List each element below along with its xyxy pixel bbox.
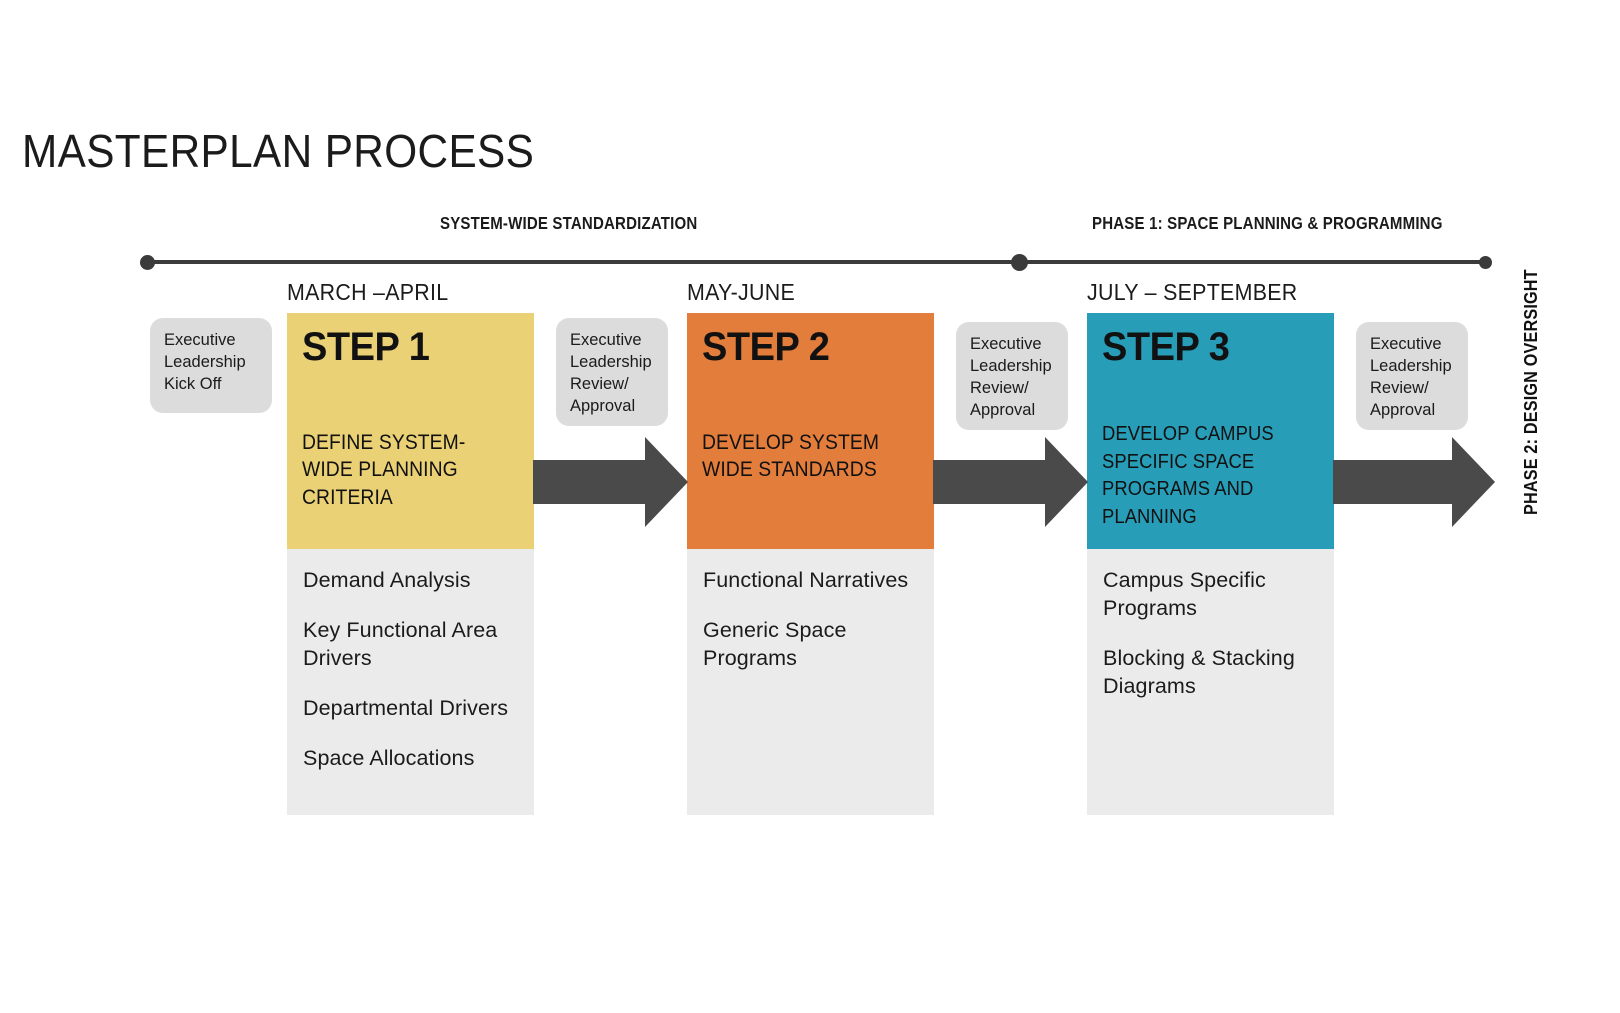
- arrow-right-icon-2: [933, 437, 1088, 527]
- step-column-3[interactable]: STEP 3 DEVELOP CAMPUS SPECIFIC SPACE PRO…: [1087, 313, 1334, 815]
- list-item: Blocking & Stacking Diagrams: [1103, 645, 1295, 698]
- step-1-bullet-list: Demand Analysis Key Functional Area Driv…: [287, 549, 534, 815]
- arrow-right-icon-1: [533, 437, 688, 527]
- step-2-bullet-list: Functional Narratives Generic Space Prog…: [687, 549, 934, 815]
- list-item: Campus Specific Programs: [1103, 568, 1266, 620]
- month-label-step-3: JULY – SEPTEMBER: [1087, 279, 1298, 305]
- step-column-2[interactable]: STEP 2 DEVELOP SYSTEM WIDE STANDARDS Fun…: [687, 313, 934, 815]
- note-badge-review-approval-2: Executive Leadership Review/ Approval: [956, 322, 1068, 430]
- phase-label-system-wide-standardization: SYSTEM-WIDE STANDARDIZATION: [440, 213, 698, 233]
- timeline-track: [147, 260, 1487, 264]
- timeline-dot-icon-end: [1479, 256, 1492, 269]
- step-2-header: STEP 2 DEVELOP SYSTEM WIDE STANDARDS: [687, 313, 934, 549]
- step-1-header: STEP 1 DEFINE SYSTEM-WIDE PLANNING CRITE…: [287, 313, 534, 549]
- step-column-1[interactable]: STEP 1 DEFINE SYSTEM-WIDE PLANNING CRITE…: [287, 313, 534, 815]
- step-3-bullet-list: Campus Specific Programs Blocking & Stac…: [1087, 549, 1334, 815]
- page-title: MASTERPLAN PROCESS: [22, 125, 535, 177]
- phase-2-vertical-label: PHASE 2: DESIGN OVERSIGHT: [1521, 269, 1541, 515]
- timeline-dot-icon-middle: [1011, 254, 1028, 271]
- note-badge-review-approval-3: Executive Leadership Review/ Approval: [1356, 322, 1468, 430]
- list-item: Functional Narratives: [703, 568, 909, 592]
- month-label-step-2: MAY-JUNE: [687, 279, 796, 305]
- step-2-number: STEP 2: [702, 325, 830, 369]
- arrow-right-icon-3: [1333, 437, 1495, 527]
- list-item: Space Allocations: [303, 745, 475, 770]
- step-3-number: STEP 3: [1102, 325, 1230, 369]
- timeline-dot-icon-start: [140, 255, 155, 270]
- phase-label-phase-1: PHASE 1: SPACE PLANNING & PROGRAMMING: [1092, 213, 1443, 233]
- step-1-number: STEP 1: [302, 325, 430, 369]
- list-item: Departmental Drivers: [303, 695, 509, 720]
- list-item: Key Functional Area Drivers: [303, 617, 498, 670]
- step-3-header: STEP 3 DEVELOP CAMPUS SPECIFIC SPACE PRO…: [1087, 313, 1334, 549]
- month-label-step-1: MARCH –APRIL: [287, 279, 449, 305]
- note-badge-review-approval-1: Executive Leadership Review/ Approval: [556, 318, 668, 426]
- list-item: Demand Analysis: [303, 568, 471, 592]
- note-badge-kick-off: Executive Leadership Kick Off: [150, 318, 272, 413]
- step-1-description: DEFINE SYSTEM-WIDE PLANNING CRITERIA: [302, 431, 466, 509]
- phase-2-vertical-label-wrap: PHASE 2: DESIGN OVERSIGHT: [1495, 232, 1541, 517]
- list-item: Generic Space Programs: [703, 617, 847, 670]
- step-2-description: DEVELOP SYSTEM WIDE STANDARDS: [702, 431, 880, 482]
- step-3-description: DEVELOP CAMPUS SPECIFIC SPACE PROGRAMS A…: [1102, 423, 1274, 528]
